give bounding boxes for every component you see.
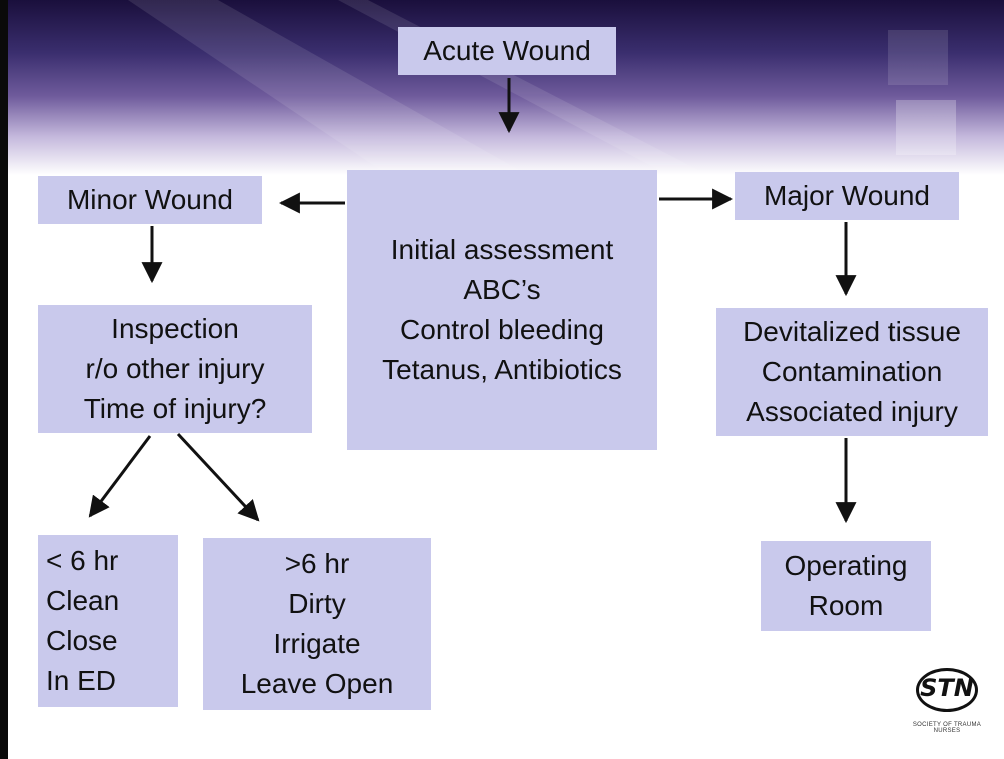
header-banner bbox=[8, 0, 1004, 175]
inspection-line: Inspection bbox=[111, 313, 239, 344]
arrow-inspection-to-under-6hr bbox=[88, 435, 152, 518]
initial-assessment-line: ABC’s bbox=[463, 274, 541, 305]
node-major-wound: Major Wound bbox=[735, 172, 959, 220]
devitalized-line: Contamination bbox=[761, 356, 943, 387]
logo-ring bbox=[916, 668, 978, 712]
under-6hr-line: < 6 hr bbox=[46, 545, 119, 576]
initial-assessment-line: Tetanus, Antibiotics bbox=[382, 354, 622, 385]
over-6hr-line: Leave Open bbox=[240, 668, 394, 699]
node-minor-wound: Minor Wound bbox=[38, 176, 262, 224]
inspection-line: r/o other injury bbox=[85, 353, 265, 384]
under-6hr-line: In ED bbox=[46, 665, 117, 696]
node-initial-assessment: Initial assessment ABC’s Control bleedin… bbox=[347, 170, 657, 450]
under-6hr-line: Clean bbox=[46, 585, 120, 616]
arrow-inspection-to-over-6hr bbox=[176, 432, 260, 522]
stn-logo: STN SOCIETY OF TRAUMA NURSES bbox=[906, 664, 988, 744]
node-acute-wound: Acute Wound bbox=[398, 27, 616, 75]
node-inspection: Inspection r/o other injury Time of inju… bbox=[38, 305, 312, 433]
devitalized-line: Associated injury bbox=[746, 396, 958, 427]
cross-shape-top bbox=[888, 30, 948, 85]
minor-wound-label: Minor Wound bbox=[66, 184, 233, 215]
operating-room-line: Room bbox=[808, 590, 884, 621]
operating-room-line: Operating bbox=[784, 550, 908, 581]
inspection-line: Time of injury? bbox=[83, 393, 267, 424]
over-6hr-line: Irrigate bbox=[273, 628, 361, 659]
logo-tagline: SOCIETY OF TRAUMA NURSES bbox=[912, 722, 982, 734]
acute-wound-label: Acute Wound bbox=[423, 35, 591, 66]
node-over-6hr: >6 hr Dirty Irrigate Leave Open bbox=[203, 538, 431, 710]
devitalized-line: Devitalized tissue bbox=[743, 316, 961, 347]
cross-shape-bottom bbox=[896, 100, 956, 155]
left-border bbox=[0, 0, 8, 759]
major-wound-label: Major Wound bbox=[763, 180, 930, 211]
initial-assessment-line: Initial assessment bbox=[390, 234, 614, 265]
initial-assessment-line: Control bleeding bbox=[400, 314, 604, 345]
node-under-6hr: < 6 hr Clean Close In ED bbox=[38, 535, 178, 707]
logo-mark: STN bbox=[920, 674, 974, 702]
node-operating-room: Operating Room bbox=[761, 541, 931, 631]
node-devitalized: Devitalized tissue Contamination Associa… bbox=[716, 308, 988, 436]
over-6hr-line: Dirty bbox=[288, 588, 346, 619]
under-6hr-line: Close bbox=[46, 625, 118, 656]
over-6hr-line: >6 hr bbox=[284, 548, 350, 579]
